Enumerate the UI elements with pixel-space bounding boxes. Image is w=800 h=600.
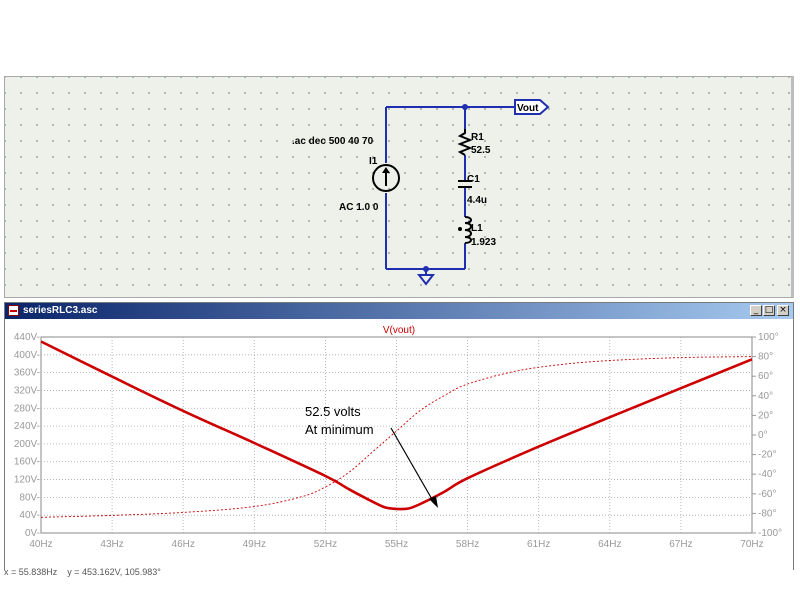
ac-directive[interactable]: .ac dec 500 40 70 (292, 136, 374, 147)
y-right-tick-label: -100° (758, 528, 782, 539)
y-left-tick-label: 0V- (25, 528, 40, 539)
maximize-button[interactable]: □ (763, 305, 775, 316)
y-right-tick-label: -40° (758, 469, 776, 480)
status-bar: x = 55.838Hz y = 453.162V, 105.983° (0, 567, 800, 584)
schematic-canvas[interactable]: Vout .ac dec 500 40 70 I1 AC 1.0 0 R1 52… (5, 77, 793, 299)
y-left-tick-label: 320V- (14, 385, 40, 396)
phase-trace (40, 356, 753, 518)
window-title: seriesRLC3.asc (23, 305, 98, 316)
x-tick-label: 49Hz (243, 539, 266, 550)
c1-value-label: 4.4u (467, 195, 487, 206)
x-tick-label: 43Hz (100, 539, 123, 550)
junction-dot (462, 104, 468, 110)
y-right-tick-label: 100° (758, 332, 779, 343)
y-left-tick-label: 200V- (14, 439, 40, 450)
annotation-arrow (390, 427, 434, 502)
source-name-label: I1 (369, 156, 378, 167)
x-tick-label: 52Hz (314, 539, 337, 550)
x-tick-label: 40Hz (29, 539, 52, 550)
resistor-r1[interactable] (457, 129, 473, 156)
y-right-tick-label: -20° (758, 450, 776, 461)
l1-value-label: 1.923 (471, 237, 496, 248)
minimize-button[interactable]: _ (750, 305, 762, 316)
y-left-tick-label: 80V- (19, 492, 40, 503)
source-value-label: AC 1.0 0 (339, 202, 379, 213)
y-left-tick-label: 280V- (14, 403, 40, 414)
x-tick-label: 55Hz (385, 539, 408, 550)
x-tick-label: 58Hz (456, 539, 479, 550)
waveform-window[interactable]: seriesRLC3.asc _ □ × V(vout) 40Hz 43Hz 46H… (4, 302, 794, 572)
net-label-vout[interactable]: Vout (514, 99, 550, 115)
x-tick-label: 70Hz (740, 539, 763, 550)
y-right-tick-label: 20° (758, 410, 773, 421)
trace-layer (40, 340, 753, 518)
y-left-tick-label: 400V- (14, 350, 40, 361)
ground-symbol[interactable] (416, 274, 436, 286)
y-left-tick-label: 440V- (14, 332, 40, 343)
x-tick-label: 67Hz (669, 539, 692, 550)
capacitor-c1[interactable] (458, 180, 472, 188)
axis-ticks: 40Hz 43Hz 46Hz 49Hz 52Hz 55Hz 58Hz 61Hz 64Hz 67Hz… (14, 332, 782, 550)
y-right-tick-label: 80° (758, 352, 773, 363)
r1-name-label: R1 (471, 132, 484, 143)
y-right-tick-label: -80° (758, 508, 776, 519)
inductor-l1[interactable] (458, 216, 472, 244)
annotation-line-1: 52.5 volts (305, 404, 361, 419)
trace-label[interactable]: V(vout) (383, 325, 415, 336)
window-titlebar[interactable]: seriesRLC3.asc _ □ × (5, 303, 793, 319)
close-button[interactable]: × (777, 305, 789, 316)
plot-grid (40, 336, 753, 534)
y-left-tick-label: 120V- (14, 475, 40, 486)
plot-area[interactable] (5, 319, 793, 571)
y-right-tick-label: 40° (758, 391, 773, 402)
annotation-line-2: At minimum (305, 422, 374, 437)
x-tick-label: 64Hz (598, 539, 621, 550)
annotation: 52.5 volts At minimum (305, 404, 438, 508)
c1-name-label: C1 (467, 174, 480, 185)
wires (385, 106, 515, 275)
plot-canvas[interactable]: V(vout) 40Hz 43Hz 46Hz 49Hz 52Hz 55Hz 58Hz 61Hz… (5, 303, 793, 571)
waveform-icon (8, 305, 19, 316)
y-left-tick-label: 40V- (19, 510, 40, 521)
y-right-tick-label: -60° (758, 489, 776, 500)
junction-dot-ground (423, 266, 429, 272)
current-source-i1[interactable] (372, 164, 400, 192)
y-left-tick-label: 160V- (14, 457, 40, 468)
r1-value-label: 52.5 (471, 145, 491, 156)
magnitude-trace (40, 340, 753, 511)
net-label-text: Vout (517, 103, 539, 114)
schematic-pane[interactable]: Vout .ac dec 500 40 70 I1 AC 1.0 0 R1 52… (4, 76, 794, 298)
annotation-arrowhead (429, 496, 438, 508)
y-right-tick-label: 0° (758, 430, 768, 441)
x-tick-label: 46Hz (172, 539, 195, 550)
y-right-tick-label: 60° (758, 371, 773, 382)
y-left-tick-label: 240V- (14, 421, 40, 432)
plot-frame (40, 336, 753, 534)
x-tick-label: 61Hz (527, 539, 550, 550)
l1-name-label: L1 (471, 223, 483, 234)
cursor-readout: x = 55.838Hz y = 453.162V, 105.983° (4, 567, 161, 577)
y-left-tick-label: 360V- (14, 368, 40, 379)
